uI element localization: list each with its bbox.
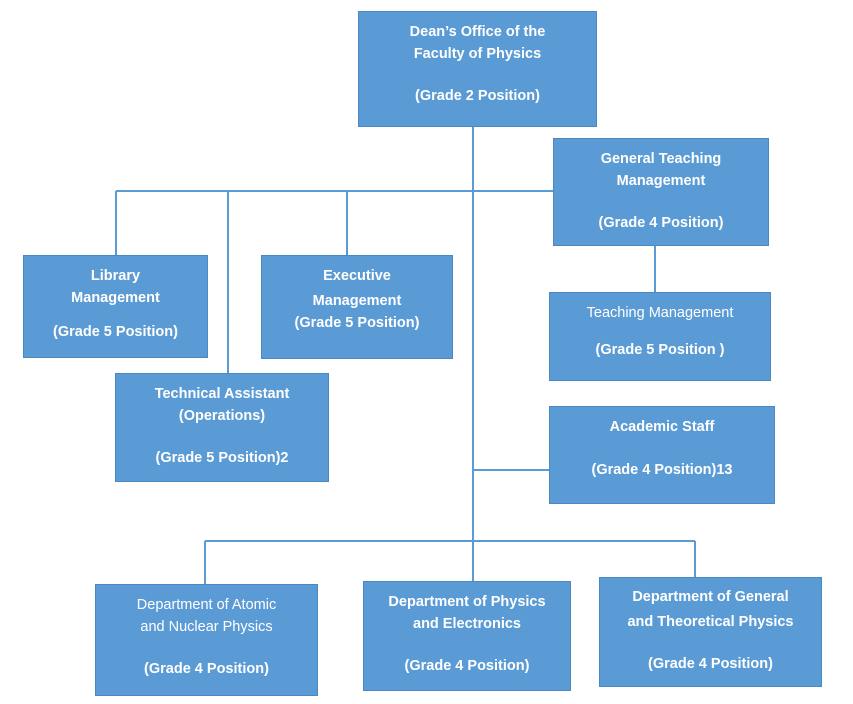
executive-management-box: Executive Management (Grade 5 Position) [261,255,453,359]
department-atomic-nuclear-box: Department of Atomic and Nuclear Physics… [95,584,318,696]
technical-assistant-box: Technical Assistant (Operations) (Grade … [115,373,329,482]
dean-office-box: Dean’s Office of the Faculty of Physics … [358,11,597,127]
dept-electronics-title-line1: Department of Physics [388,594,546,610]
library-management-box: Library Management (Grade 5 Position) [23,255,208,358]
academic-staff-grade: (Grade 4 Position)13 [591,462,733,478]
executive-title-line1: Executive [323,268,391,284]
dept-theoretical-grade: (Grade 4 Position) [648,656,773,672]
teaching-management-grade: (Grade 5 Position ) [595,342,725,358]
executive-grade: (Grade 5 Position) [294,315,420,331]
department-general-theoretical-box: Department of General and Theoretical Ph… [599,577,822,687]
dept-electronics-grade: (Grade 4 Position) [404,658,530,674]
teaching-management-title: Teaching Management [586,305,734,321]
technical-grade: (Grade 5 Position)2 [155,450,289,466]
library-title-line1: Library [90,268,141,284]
general-teaching-title-line2: Management [616,173,706,189]
library-grade: (Grade 5 Position) [53,324,178,340]
dean-office-grade: (Grade 2 Position) [415,88,540,104]
dept-theoretical-title-line2: and Theoretical Physics [627,614,794,630]
library-title-line2: Management [71,290,160,306]
dept-electronics-title-line2: and Electronics [413,616,521,632]
teaching-management-box: Teaching Management (Grade 5 Position ) [549,292,771,381]
executive-title-line2: Management [312,293,402,309]
general-teaching-grade: (Grade 4 Position) [598,215,724,231]
dept-atomic-title-line1: Department of Atomic [136,597,277,613]
department-physics-electronics-box: Department of Physics and Electronics (G… [363,581,571,691]
academic-staff-title: Academic Staff [609,419,715,435]
general-teaching-title-line1: General Teaching [600,151,722,167]
dept-theoretical-title-line1: Department of General [632,589,789,605]
general-teaching-management-box: General Teaching Management (Grade 4 Pos… [553,138,769,246]
dean-office-title-line2: Faculty of Physics [413,46,542,62]
dept-atomic-grade: (Grade 4 Position) [144,661,269,677]
technical-title-line2: (Operations) [178,408,266,424]
academic-staff-box: Academic Staff (Grade 4 Position)13 [549,406,775,504]
technical-title-line1: Technical Assistant [154,386,290,402]
dept-atomic-title-line2: and Nuclear Physics [140,619,273,635]
dean-office-title-line1: Dean’s Office of the [409,24,546,40]
